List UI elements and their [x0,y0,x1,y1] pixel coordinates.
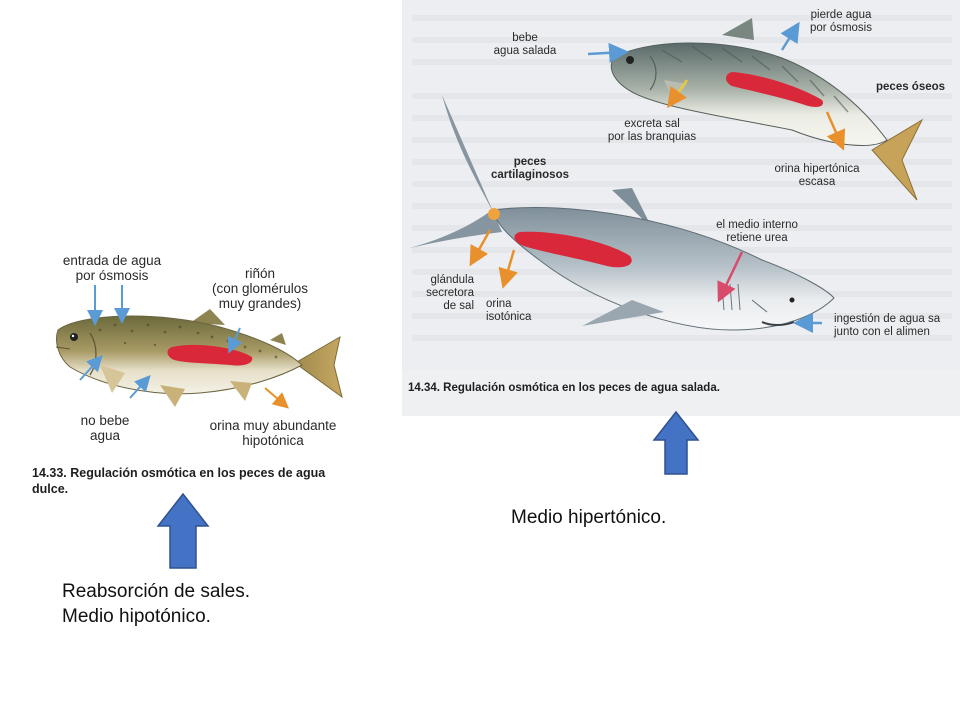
label-urea-retention: el medio interno retiene urea [716,219,798,244]
label-salt-gland: glándula secretora de sal [426,274,474,312]
note-hypotonic: Reabsorción de sales. Medio hipotónico. [62,581,250,627]
saltwater-figure-scan: bebe agua salada pierde agua por ósmosis… [402,0,960,416]
label-bony-fish: peces óseos [876,81,946,93]
label-drink-salt-water: bebe agua salada [493,32,557,57]
label-water-entry: entrada de agua por ósmosis [62,253,162,283]
label-salt-excretion-gills: excreta sal por las branquias [607,118,697,143]
note-hypertonic: Medio hipertónico. [511,507,667,528]
saltwater-illustration [402,0,960,416]
label-urine-hypertonic: orina hipertónica escasa [774,163,860,188]
label-cartilaginous-fish: peces cartilaginosos [491,156,569,181]
caption-freshwater: 14.33. Regulación osmótica en los peces … [32,466,326,496]
shark-kidney [514,231,632,268]
freshwater-arrows [79,285,290,409]
mackerel-kidney [726,72,824,107]
label-food-water-intake: ingestión de agua sa junto con el alimen [834,313,941,338]
label-urine-hypotonic: orina muy abundante hipotónica [209,418,337,448]
caption-saltwater: 14.34. Regulación osmótica en los peces … [408,382,720,394]
label-water-loss-osmosis: pierde agua por ósmosis [810,9,872,34]
label-kidney: riñón (con glomérulos muy grandes) [211,266,309,311]
label-no-drink: no bebe agua [80,413,130,443]
label-urine-isotonic: orina isotónica [486,298,532,323]
pointer-arrow-right [652,410,700,475]
pointer-arrow-left [156,492,210,569]
